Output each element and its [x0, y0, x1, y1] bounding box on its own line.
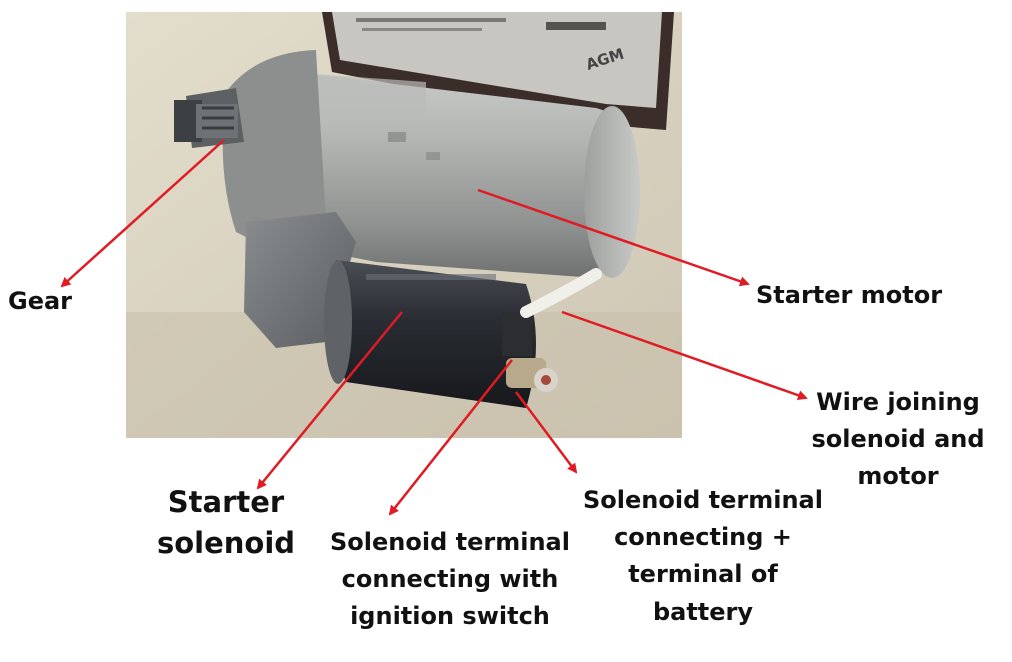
- label-battery-terminal-line-3: terminal of: [628, 560, 778, 589]
- label-starter-motor: Starter motor: [756, 280, 942, 311]
- label-ignition-terminal-line-1: Solenoid terminal: [330, 528, 570, 556]
- label-gear-line: Gear: [8, 287, 73, 315]
- arrow-ignition-terminal: [388, 359, 513, 516]
- label-battery-terminal-line-1: Solenoid terminal: [583, 486, 823, 514]
- label-wire: Wire joining solenoid and motor: [800, 384, 996, 496]
- label-starter-solenoid-line-1: Starter: [167, 485, 285, 519]
- label-gear: Gear: [8, 286, 72, 317]
- arrow-gear: [60, 139, 225, 288]
- label-starter-solenoid: Starter solenoid: [140, 482, 312, 564]
- arrow-starter-solenoid: [256, 311, 403, 490]
- starter-motor-body: [276, 70, 640, 278]
- arrow-starter-motor: [477, 188, 750, 287]
- label-wire-line-3: motor: [857, 462, 939, 491]
- label-wire-line-2: solenoid and: [811, 425, 985, 454]
- starter-solenoid-body: [324, 260, 536, 408]
- label-battery-terminal-line-2: connecting +: [614, 523, 792, 552]
- battery-box: AGM: [322, 12, 674, 130]
- arrow-battery-terminal: [515, 391, 578, 474]
- label-starter-solenoid-line-2: solenoid: [156, 526, 296, 561]
- gear-housing: [174, 50, 326, 252]
- label-battery-terminal: Solenoid terminal connecting + terminal …: [568, 482, 838, 631]
- label-ignition-terminal: Solenoid terminal connecting with igniti…: [314, 524, 586, 636]
- label-wire-line-1: Wire joining: [816, 388, 980, 416]
- starter-motor-photo: AGM: [126, 12, 682, 438]
- label-ignition-terminal-line-2: connecting with: [341, 565, 559, 594]
- label-starter-motor-line: Starter motor: [756, 281, 943, 309]
- arrow-wire: [561, 310, 808, 401]
- label-battery-terminal-line-4: battery: [652, 597, 754, 626]
- connecting-wire: [520, 268, 602, 318]
- solenoid-terminals: [502, 312, 558, 392]
- label-ignition-terminal-line-3: ignition switch: [350, 602, 550, 631]
